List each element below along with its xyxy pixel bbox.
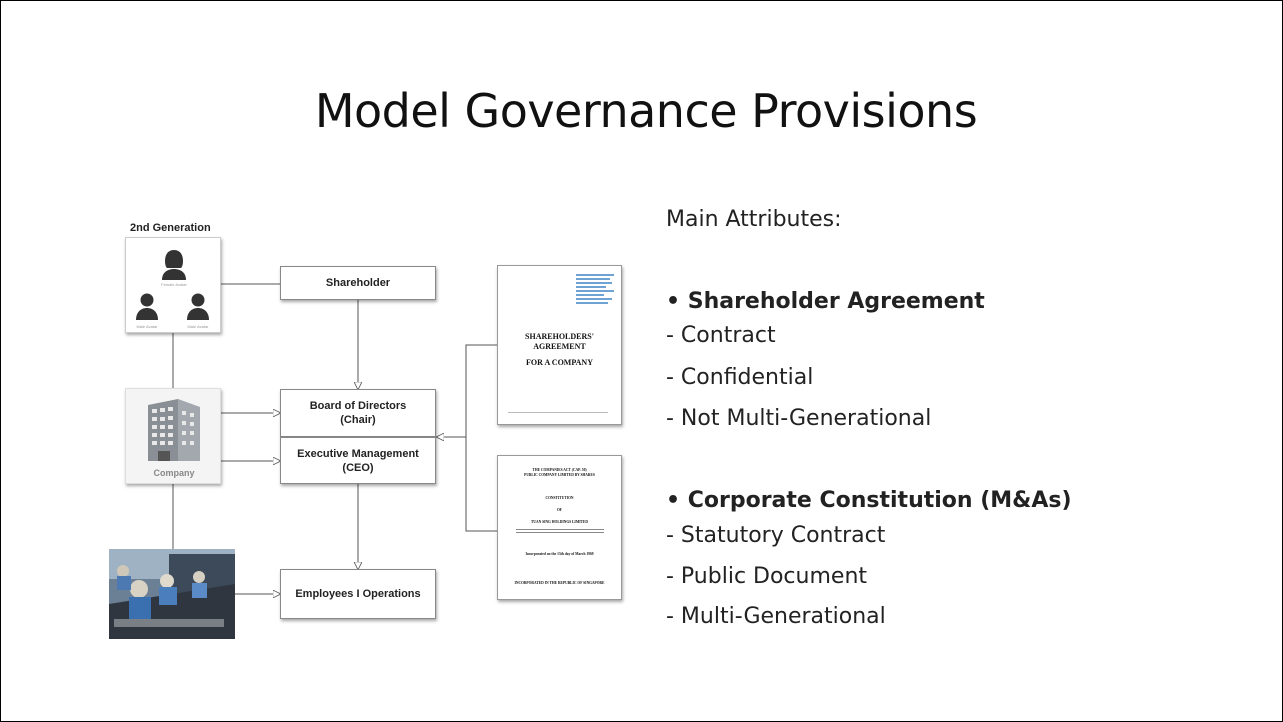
family-avatars: Female Avatar Male Avatar Male Avatar — [125, 237, 221, 333]
female-avatar-icon — [162, 250, 186, 280]
constitution-item: - Statutory Contract — [666, 523, 886, 548]
shareholder-node: Shareholder — [280, 266, 436, 300]
doc2-small-text — [516, 527, 604, 535]
factory-workers-photo — [109, 549, 235, 639]
doc1-footer-rule — [508, 412, 608, 413]
shareholder-item: - Confidential — [666, 365, 814, 390]
slide-title: Model Governance Provisions — [314, 84, 978, 138]
employees-label: Employees I Operations — [295, 588, 421, 600]
executive-sublabel: (CEO) — [342, 461, 374, 474]
connector-docs-bracket — [465, 344, 497, 532]
constitution-doc: THE COMPANIES ACT (CAP. 50) PUBLIC COMPA… — [497, 455, 622, 600]
female-avatar-caption: Female Avatar — [161, 282, 187, 287]
corporate-constitution-heading: • Corporate Constitution (M&As) — [666, 488, 1072, 513]
shareholder-agreement-heading: • Shareholder Agreement — [666, 289, 985, 314]
board-node: Board of Directors (Chair) — [280, 389, 436, 437]
doc1-title-line1: SHAREHOLDERS' — [525, 332, 594, 341]
office-building-icon — [148, 399, 200, 461]
doc1-title-line2: AGREEMENT — [533, 342, 586, 351]
shareholders-agreement-doc: SHAREHOLDERS' AGREEMENT FOR A COMPANY — [497, 265, 622, 425]
male-avatar-caption: Male Avatar — [187, 324, 209, 329]
employees-node: Employees I Operations — [280, 569, 436, 619]
doc-sidebar-text — [576, 272, 616, 316]
male-avatar-caption: Male Avatar — [136, 324, 158, 329]
board-label: Board of Directors — [309, 400, 407, 412]
executive-node: Executive Management (CEO) — [280, 437, 436, 484]
constitution-item: - Public Document — [666, 564, 868, 589]
constitution-item: - Multi-Generational — [666, 604, 886, 629]
doc1-title: SHAREHOLDERS' AGREEMENT — [498, 332, 621, 352]
doc2-line1: THE COMPANIES ACT (CAP. 50) — [532, 468, 587, 472]
doc2-line7: INCORPORATED IN THE REPUBLIC OF SINGAPOR… — [514, 581, 605, 585]
shareholder-label: Shareholder — [325, 277, 391, 289]
doc2-line4: OF — [557, 508, 562, 512]
doc2-line6: Incorporated on the 13th day of March 19… — [525, 552, 594, 556]
male-avatar-icon — [136, 293, 158, 320]
male-avatar-icon — [187, 293, 209, 320]
executive-label: Executive Management — [297, 447, 419, 460]
attributes-heading: Main Attributes: — [666, 207, 842, 232]
doc2-line2: PUBLIC COMPANY LIMITED BY SHARES — [524, 473, 595, 477]
shareholder-item: - Not Multi-Generational — [666, 406, 932, 431]
doc2-line5: TUAN SING HOLDINGS LIMITED — [530, 520, 588, 524]
shareholder-item: - Contract — [666, 323, 776, 348]
doc2-line3: CONSTITUTION — [545, 496, 574, 500]
company-box: Company — [125, 388, 221, 484]
generation-label: 2nd Generation — [130, 222, 211, 234]
board-sublabel: (Chair) — [340, 414, 376, 426]
company-label: Company — [153, 468, 195, 478]
doc1-subtitle: FOR A COMPANY — [526, 358, 593, 367]
